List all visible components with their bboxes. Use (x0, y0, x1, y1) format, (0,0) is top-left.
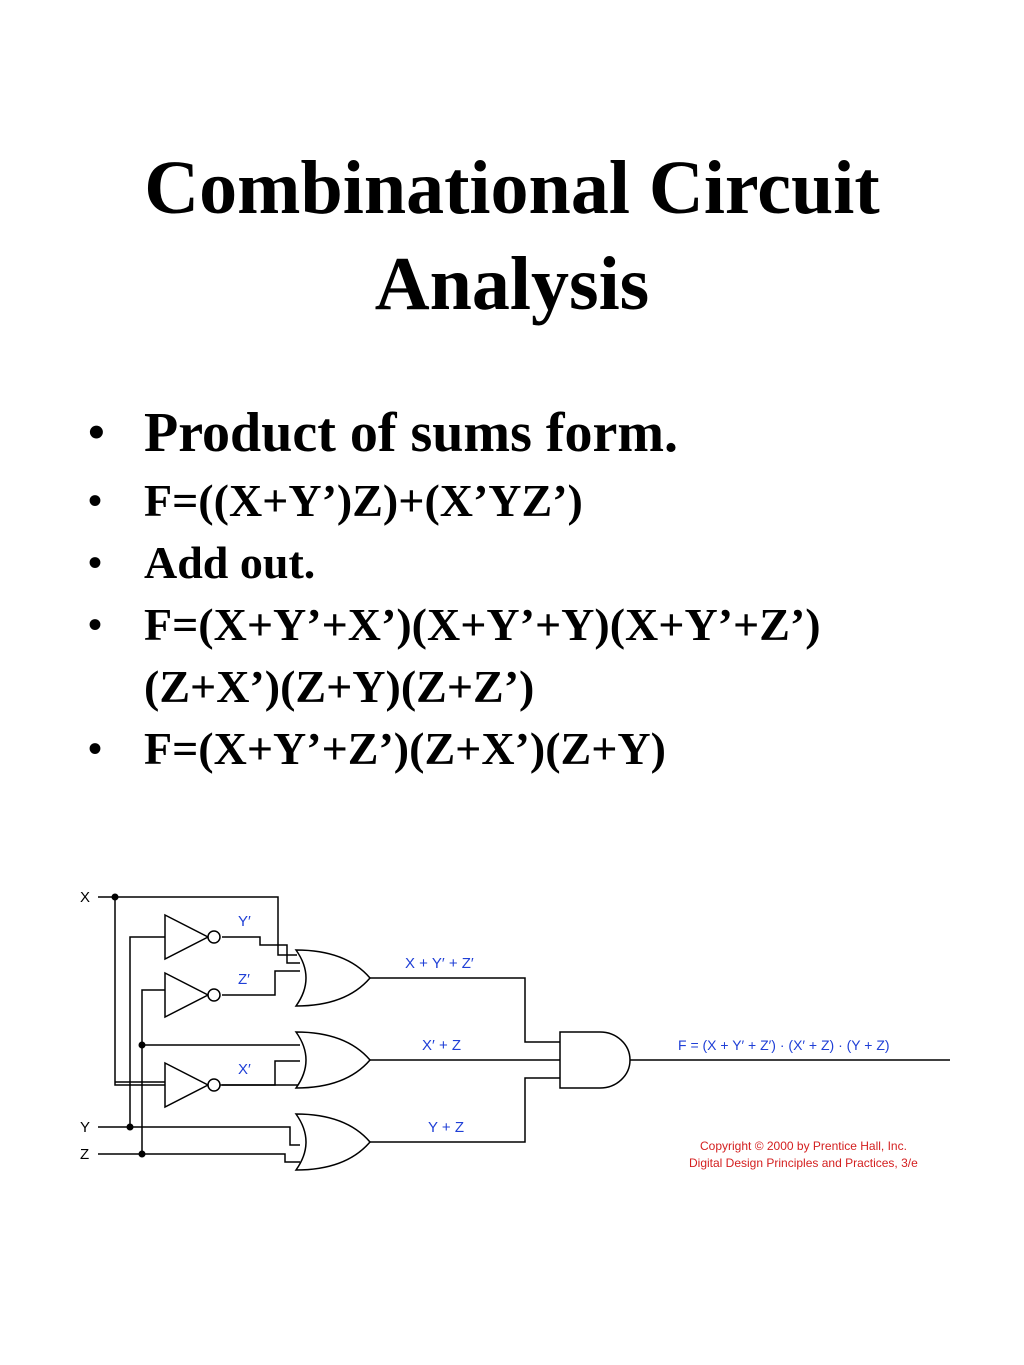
bullet-continuation: (Z+X’)(Z+Y)(Z+Z’) (88, 656, 988, 718)
bullet-symbol: • (88, 540, 103, 585)
input-label-y: Y (80, 1119, 90, 1136)
circuit-labels: X Y Z Y′ Z′ X′ X + Y′ + Z′ X′ + Z Y + Z … (80, 889, 890, 1163)
title-line-1: Combinational Circuit (144, 146, 880, 230)
bullet-item: • F=(X+Y’+X’)(X+Y’+Y)(X+Y’+Z’) (88, 594, 988, 656)
wire-z-to-inverter (141, 989, 165, 1154)
copyright-notice: Copyright © 2000 by Prentice Hall, Inc. … (689, 1139, 918, 1170)
bullet-text: Product of sums form. (144, 402, 679, 464)
or-gate-3 (294, 1113, 371, 1171)
inverter-z (164, 971, 221, 1019)
inverter-x (164, 1061, 221, 1109)
bullet-item: • Product of sums form. (88, 400, 988, 470)
bullet-text: F=((X+Y’)Z)+(X’YZ’) (144, 475, 583, 526)
inverters (164, 913, 221, 1109)
junction-dot (138, 1150, 146, 1158)
or1-output-label: X + Y′ + Z′ (405, 955, 474, 972)
or-gate-1 (294, 949, 371, 1007)
wires (98, 896, 950, 1163)
continuation-text: (Z+X’)(Z+Y)(Z+Z’) (144, 661, 535, 712)
wire-ynot (222, 936, 300, 964)
inverter-label-xnot: X′ (238, 1061, 251, 1078)
inverter-y (164, 913, 221, 961)
wire-x-to-or1 (98, 896, 297, 956)
junction-dot (126, 1123, 134, 1131)
bullet-item: • Add out. (88, 532, 988, 594)
slide-title: Combinational Circuit Analysis (0, 140, 1024, 332)
or3-output-label: Y + Z (428, 1119, 464, 1136)
input-label-x: X (80, 889, 90, 906)
copyright-line-2: Digital Design Principles and Practices,… (689, 1156, 918, 1170)
inverter-label-ynot: Y′ (238, 913, 251, 930)
and-gate (559, 1031, 631, 1089)
bullet-symbol: • (88, 602, 103, 647)
wire-or3-out (370, 1077, 560, 1143)
or2-output-label: X′ + Z (422, 1037, 461, 1054)
or-gates (294, 949, 371, 1171)
or-gate-2 (294, 1031, 371, 1089)
bullet-symbol: • (88, 726, 103, 771)
wire-y-to-or3 (130, 1126, 300, 1146)
bullet-text: F=(X+Y’+Z’)(Z+X’)(Z+Y) (144, 723, 666, 774)
output-f-label: F = (X + Y′ + Z′) · (X′ + Z) · (Y + Z) (678, 1037, 890, 1053)
junctions (111, 893, 146, 1158)
bullet-text: F=(X+Y’+X’)(X+Y’+Y)(X+Y’+Z’) (144, 599, 821, 650)
copyright-line-1: Copyright © 2000 by Prentice Hall, Inc. (700, 1139, 907, 1153)
circuit-diagram: X Y Z Y′ Z′ X′ X + Y′ + Z′ X′ + Z Y + Z … (80, 889, 950, 1171)
inverter-label-znot: Z′ (238, 971, 250, 988)
wire-or1-out (370, 977, 560, 1043)
title-line-2: Analysis (374, 242, 650, 326)
bullet-text: Add out. (144, 537, 316, 588)
bullet-item: • F=(X+Y’+Z’)(Z+X’)(Z+Y) (88, 718, 988, 780)
wire-y-to-inverter (129, 936, 165, 1127)
bullet-item: • F=((X+Y’)Z)+(X’YZ’) (88, 470, 988, 532)
bullet-symbol: • (88, 478, 103, 523)
input-label-z: Z (80, 1146, 89, 1163)
junction-dot (111, 893, 119, 901)
bullet-symbol: • (88, 406, 105, 459)
wire-znot (222, 970, 300, 996)
wire-xnot (222, 1060, 300, 1086)
wire-z-to-or3 (142, 1153, 300, 1163)
bullet-list: • Product of sums form. • F=((X+Y’)Z)+(X… (88, 400, 988, 780)
junction-dot (138, 1041, 146, 1049)
